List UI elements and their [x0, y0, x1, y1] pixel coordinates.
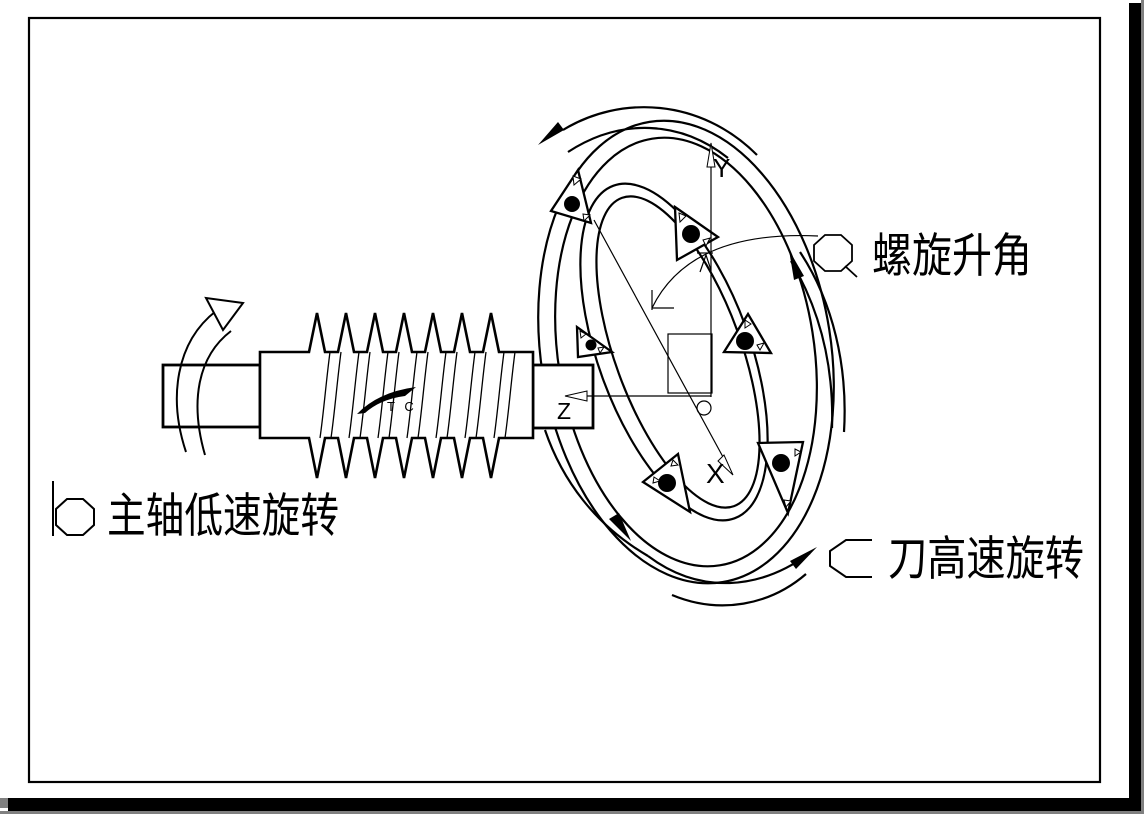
annotations: 主轴低速旋转 螺旋升角 刀高速旋转	[52, 229, 1084, 585]
page-shadow-right	[1129, 3, 1141, 814]
spindle-symbol	[52, 481, 95, 536]
rotation-arrowhead-right	[789, 250, 804, 280]
rotation-arc-tail-outer	[647, 552, 811, 585]
insert	[575, 324, 615, 359]
construction-rect	[667, 333, 713, 394]
cutter-symbol	[829, 539, 872, 578]
label-spindle-rotation: 主轴低速旋转	[107, 489, 339, 542]
label-helix-angle: 螺旋升角	[872, 229, 1032, 282]
helix-angle-symbol	[813, 234, 858, 278]
rotation-arc-tail-inner	[671, 573, 807, 607]
insert	[756, 440, 805, 517]
rotation-arrowhead-left	[609, 513, 631, 541]
tc-swoosh	[357, 387, 416, 414]
angle-arc-arrowhead	[699, 253, 712, 273]
cutter-inserts	[549, 167, 805, 517]
helix-angle-arc	[651, 234, 819, 309]
spindle-rotation-arrow	[175, 296, 245, 456]
axis-labels: Y X Z	[557, 153, 730, 489]
thread-flanks	[319, 351, 516, 439]
worm-shaft: T C	[161, 296, 595, 479]
z-axis-arrowhead	[564, 390, 588, 402]
insert	[641, 451, 692, 515]
z-axis-label: Z	[557, 398, 571, 424]
axes	[564, 142, 819, 476]
rotation-arc-left	[543, 429, 649, 557]
insert	[721, 311, 774, 355]
y-axis-label: Y	[713, 153, 730, 183]
page-shadow-right-edge	[1141, 0, 1144, 814]
page-shadow-bottom	[8, 798, 1141, 811]
rotation-arrowhead-tail	[790, 547, 817, 569]
page-shadow-bottom-edge	[0, 811, 1144, 814]
y-axis-arrowhead	[706, 142, 716, 168]
rotation-arc-right-inner	[790, 260, 834, 429]
insert	[673, 204, 721, 262]
page-shadow-corner	[0, 798, 8, 808]
label-cutter-rotation: 刀高速旋转	[888, 532, 1084, 585]
x-axis	[593, 219, 730, 469]
x-axis-label: X	[706, 458, 725, 489]
x-axis-arrowhead	[717, 454, 734, 476]
rotation-arc-top-outer	[562, 106, 758, 156]
origin-marker	[696, 400, 712, 416]
insert	[549, 167, 593, 225]
rotation-arrowhead-top	[538, 122, 564, 145]
rotation-arc-right-outer	[799, 251, 846, 433]
tc-label: T C	[387, 399, 417, 414]
